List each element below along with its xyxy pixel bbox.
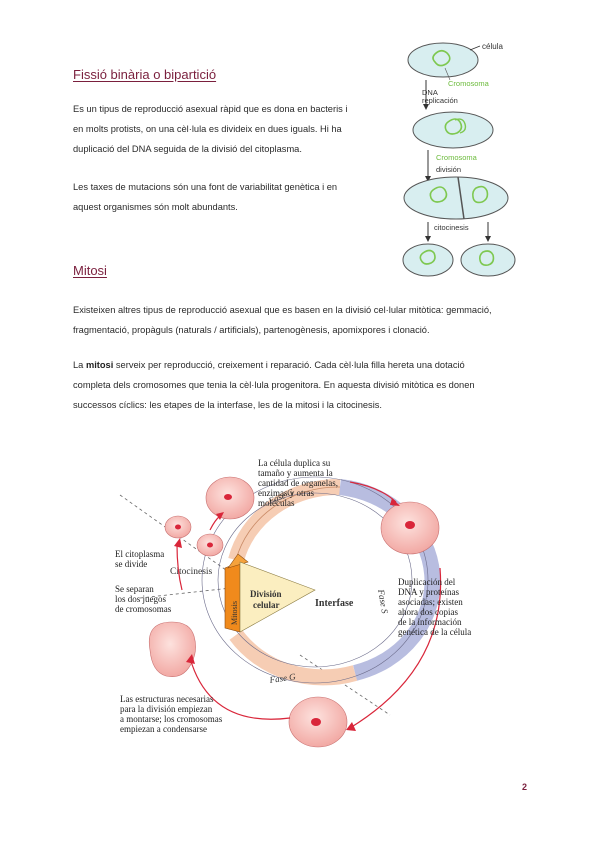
cell-cycle-diagram: Fase G Fase S Fase G Mitosis Citocinesis…: [115, 458, 471, 748]
svg-text:de cromosomas: de cromosomas: [115, 604, 172, 614]
label-citocinesis: citocinesis: [434, 223, 469, 232]
paragraph-mitosi-2: La mitosi serveix per reproducció, creix…: [73, 355, 528, 415]
label-cromosoma-2: Cromosoma: [436, 153, 478, 162]
svg-text:de la información: de la información: [398, 617, 462, 627]
text-line: fragmentació, propàguls (naturals / arti…: [73, 325, 430, 335]
svg-text:moléculas: moléculas: [258, 498, 295, 508]
text-line: completa dels cromosomes que tenia la cè…: [73, 380, 475, 390]
paragraph-mitosi-1: Existeixen altres tipus de reproducció a…: [73, 300, 528, 340]
cell-2: [412, 111, 494, 149]
svg-text:El citoplasma: El citoplasma: [115, 549, 164, 559]
page-number: 2: [521, 782, 527, 792]
svg-text:cantidad de organelas,: cantidad de organelas,: [258, 478, 338, 488]
text-rest: serveix per reproducció, creixement i re…: [113, 360, 465, 370]
cell-3: [403, 176, 509, 220]
cell-dividing: [148, 621, 196, 677]
label-division: División: [250, 589, 282, 599]
ring-fase-s: [339, 479, 441, 681]
arrow-daughter-2: [209, 515, 221, 531]
svg-text:empiezan a condensarse: empiezan a condensarse: [120, 724, 207, 734]
text-line: Existeixen altres tipus de reproducció a…: [73, 305, 492, 315]
label-citocinesis: Citocinesis: [170, 567, 213, 577]
svg-text:ahora dos copias: ahora dos copias: [398, 607, 458, 617]
cell-pointer: [469, 45, 481, 51]
label-fase-g2: Fase G: [268, 671, 297, 685]
heading-fissio: Fissió binària o bipartició: [73, 67, 217, 82]
arrow-to-dividing: [189, 657, 291, 720]
label-fase-s: Fase S: [376, 588, 390, 615]
label-interfase: Interfase: [315, 598, 354, 609]
chromosome-4a: [419, 249, 436, 265]
chromosome-2b: [454, 118, 467, 134]
arrow-to-g2-cell: [349, 567, 442, 729]
note-bottom: Las estructuras necesarias para la divis…: [120, 694, 223, 734]
text-line: en molts protists, on una cèl·lula es di…: [73, 124, 342, 134]
note-right: Duplicación del DNA y proteínas asociada…: [398, 577, 471, 637]
text-line: Les taxes de mutacions són una font de v…: [73, 182, 338, 192]
paragraph-fissio-2: Les taxes de mutacions són una font de v…: [73, 177, 376, 217]
svg-text:Duplicación del: Duplicación del: [398, 577, 456, 587]
text-line: La mitosi serveix per reproducció, creix…: [73, 355, 528, 375]
svg-text:a montarse; los cromosomas: a montarse; los cromosomas: [120, 714, 223, 724]
svg-text:genética de la célula: genética de la célula: [398, 627, 471, 637]
svg-text:asociadas; existen: asociadas; existen: [398, 597, 463, 607]
label-celula: célula: [482, 42, 503, 51]
label-cromosoma-1: Cromosoma: [448, 79, 490, 88]
division-wedge: [239, 561, 316, 633]
svg-text:tamaño y aumenta la: tamaño y aumenta la: [258, 468, 333, 478]
chromosome-3a: [429, 186, 448, 203]
arrow-daughter-1: [176, 544, 183, 591]
keyword-mitosi: mitosi: [85, 360, 114, 370]
label-mitosis: Mitosis: [230, 601, 239, 625]
daughter-cell-2: [460, 243, 516, 277]
division-line: [457, 176, 465, 220]
svg-text:Las estructuras necesarias: Las estructuras necesarias: [120, 694, 214, 704]
text-line: duplicació del DNA seguida de la divisió…: [73, 144, 302, 154]
label-dna: DNA: [422, 88, 438, 97]
text-line: aquest organismes són molt abundants.: [73, 202, 238, 212]
svg-text:los dos juegos: los dos juegos: [115, 594, 167, 604]
chromosome-3b: [472, 185, 489, 204]
cell-1: [407, 42, 479, 78]
label-replicacion: replicación: [422, 96, 458, 105]
text-prefix: La: [73, 360, 86, 370]
dashed-line-2: [139, 586, 241, 599]
ring-fase-g2: [229, 630, 358, 686]
binary-fission-diagram: célula Cromosoma DNA replicación Cromoso…: [402, 42, 516, 277]
chromosome-4b: [479, 250, 495, 266]
svg-text:La célula duplica su: La célula duplica su: [258, 458, 331, 468]
heading-mitosi: Mitosi: [73, 263, 107, 278]
chromosome-1: [432, 49, 451, 67]
daughter-cell-1: [402, 243, 454, 277]
svg-text:se divide: se divide: [115, 559, 147, 569]
label-celular: celular: [253, 600, 280, 610]
citocinesis-arrow: [227, 553, 249, 569]
dashed-line-3: [299, 654, 391, 716]
text-line: successos cíclics: les etapes de la inte…: [73, 400, 382, 410]
svg-text:DNA y proteínas: DNA y proteínas: [398, 587, 459, 597]
paragraph-fissio-1: Es un tipus de reproducció asexual ràpid…: [73, 99, 376, 159]
text-line: Es un tipus de reproducció asexual ràpid…: [73, 104, 348, 114]
note-left-1: El citoplasma se divide: [115, 549, 164, 569]
svg-text:para la división empiezan: para la división empiezan: [120, 704, 213, 714]
svg-text:enzimas y otras: enzimas y otras: [258, 488, 314, 498]
note-top: La célula duplica su tamaño y aumenta la…: [258, 458, 338, 508]
label-division: división: [436, 165, 461, 174]
note-left-2: Se separan los dos juegos de cromosomas: [115, 584, 172, 614]
svg-text:Se separan: Se separan: [115, 584, 154, 594]
